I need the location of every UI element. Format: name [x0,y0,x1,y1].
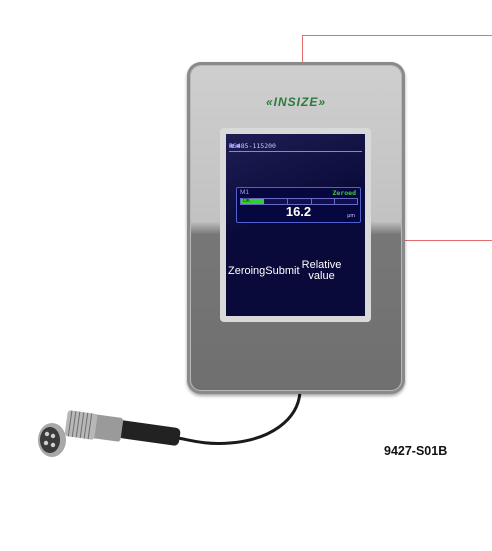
submit-button[interactable]: Submit [265,264,300,277]
lcd-screen: RS485-115200 M1 Zeroed OK 16.2 μm Zeroin… [226,134,365,316]
indicator-dots-icon [230,135,242,153]
measurement-unit: μm [347,213,355,219]
callout-line-side [404,240,492,241]
tolerance-bar-fill: OK [241,198,265,204]
display-unit: «INSIZE» RS485-115200 M1 Zeroed OK 16.2 … [187,62,405,394]
bar-tick [333,199,335,204]
zero-status: Zeroed [332,189,356,197]
soft-button-row: Zeroing Submit Relative value [228,256,365,286]
callout-line-top-horizontal [302,35,492,36]
zeroing-button[interactable]: Zeroing [228,264,266,277]
header-divider [229,151,362,152]
brand-logo: «INSIZE» [265,95,327,109]
bar-tick [287,199,289,204]
connector-icon [38,410,181,457]
model-number: 9427-S01B [384,444,448,458]
callout-line-top-vertical [302,35,303,63]
bar-tick [310,199,312,204]
relative-value-button[interactable]: Relative value [301,259,342,282]
comm-status: RS485-115200 [229,142,276,150]
measurement-panel: M1 Zeroed OK 16.2 μm [236,187,361,223]
channel-label: M1 [240,189,250,196]
measurement-value: 16.2 [285,204,312,219]
tolerance-bar: OK [240,198,358,205]
tolerance-ok-label: OK [243,198,251,204]
